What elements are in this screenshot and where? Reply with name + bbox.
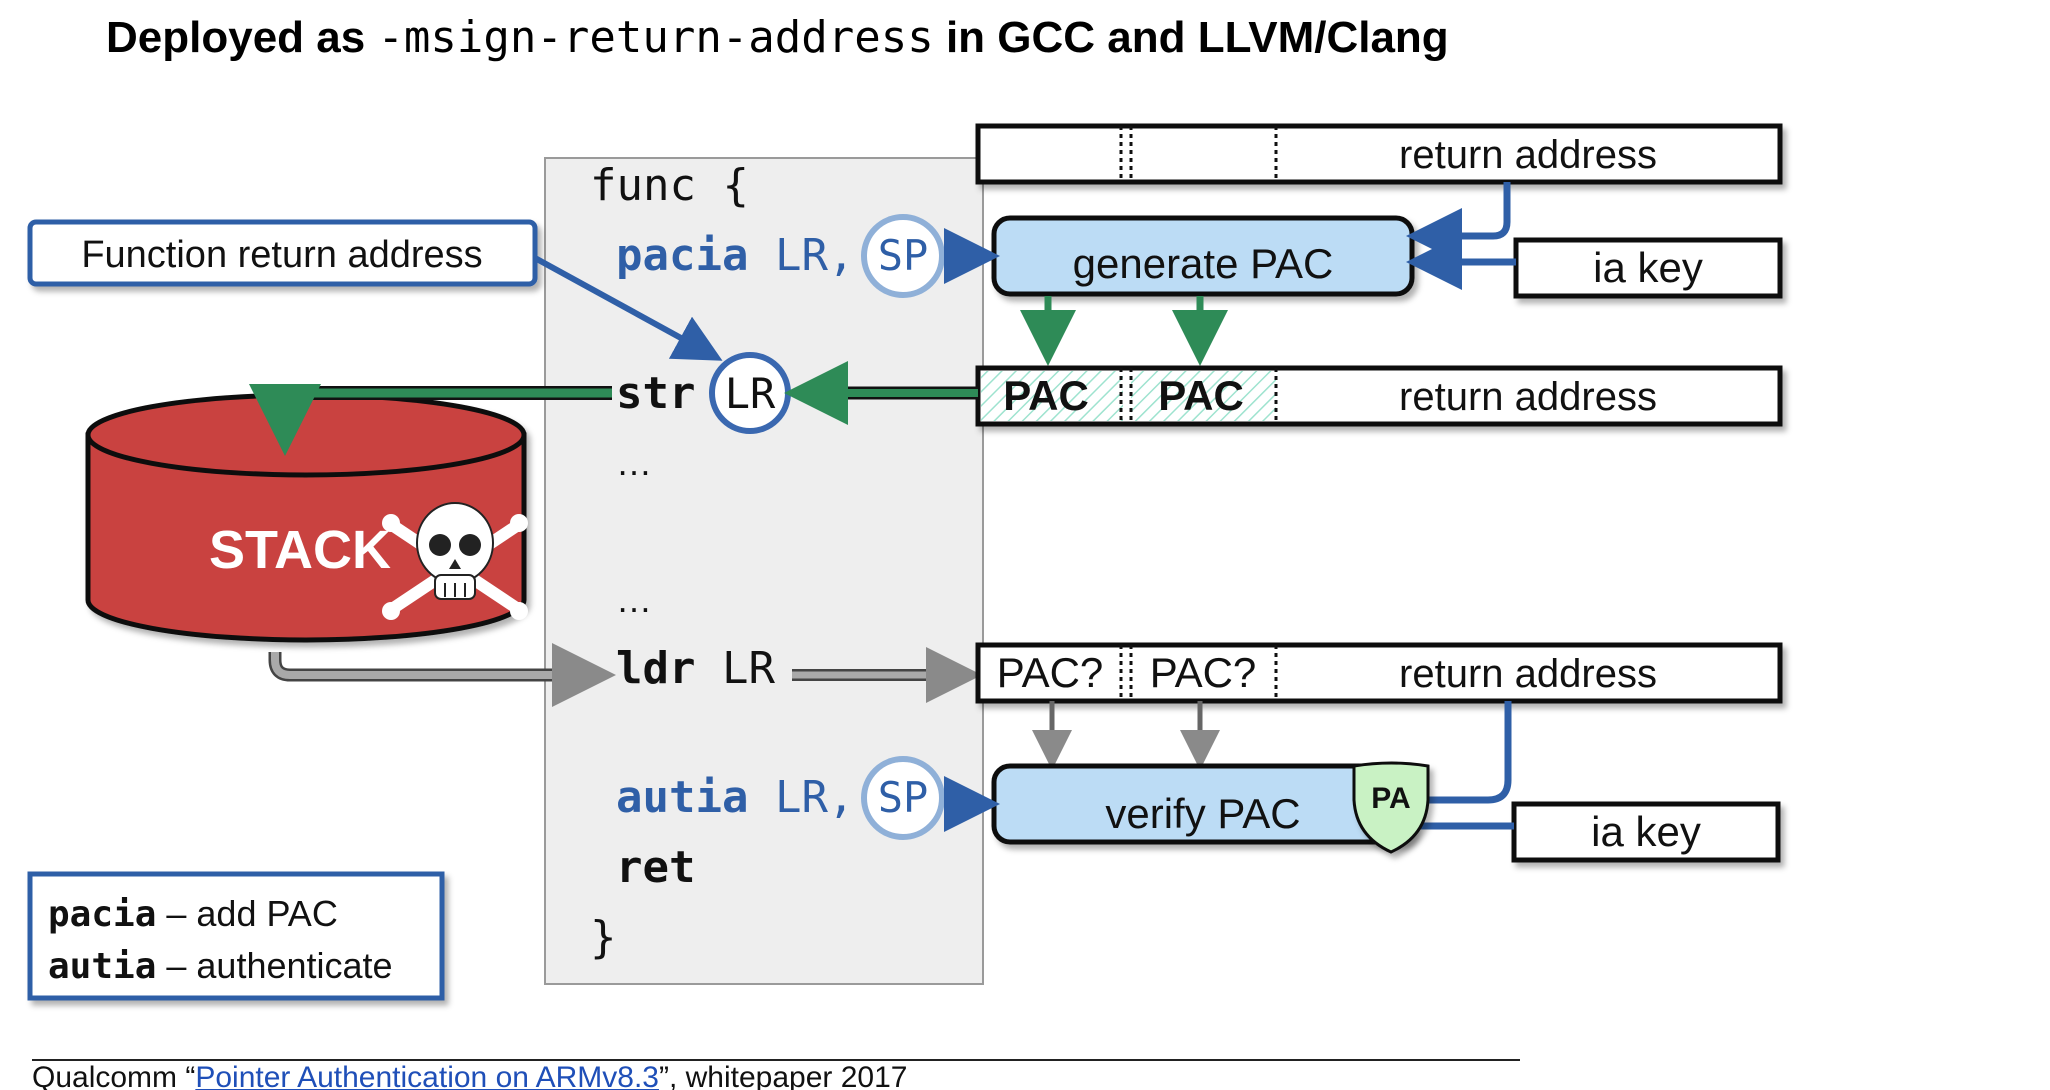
- citation: Qualcomm “Pointer Authentication on ARMv…: [32, 1061, 907, 1090]
- code-str: str: [616, 368, 695, 419]
- signed-pac-2: PAC: [1158, 372, 1244, 419]
- ldr-reg: LR: [722, 643, 775, 694]
- verify-pac-label: verify PAC: [1105, 790, 1300, 837]
- register-signed: [975, 365, 1783, 427]
- legend-autia: autia – authenticate: [48, 945, 393, 987]
- legend-autia-desc: – authenticate: [156, 945, 392, 986]
- register-loaded: [975, 642, 1783, 704]
- legend-pacia-desc: – add PAC: [156, 893, 337, 934]
- loaded-pac-2: PAC?: [1150, 649, 1257, 696]
- autia-sp-circle: [861, 756, 945, 840]
- pacia-instruction: pacia: [616, 230, 748, 281]
- title-flag: -msign-return-address: [377, 12, 933, 63]
- title-suffix: in GCC and LLVM/Clang: [934, 13, 1449, 62]
- code-pacia-line: pacia LR,: [616, 230, 854, 281]
- autia-instruction: autia: [616, 772, 748, 823]
- title-prefix: Deployed as: [106, 13, 377, 62]
- autia-args: LR,: [775, 772, 854, 823]
- legend-pacia: pacia – add PAC: [48, 893, 338, 935]
- generate-pac-label: generate PAC: [1073, 240, 1334, 287]
- pa-shield-icon: [1352, 761, 1430, 854]
- stack-label: STACK: [209, 520, 391, 580]
- retaddr-to-verify-line: [1424, 701, 1512, 804]
- callout-box: [27, 219, 538, 287]
- code-autia-line: autia LR,: [616, 772, 854, 823]
- skull-crossbones-icon: [382, 502, 528, 620]
- legend-box: [27, 871, 445, 1001]
- code-func-close: }: [590, 912, 617, 963]
- stack-to-ldr-arrow: [271, 643, 616, 707]
- pacia-args: LR,: [775, 230, 854, 281]
- loaded-pac-1: PAC?: [997, 649, 1104, 696]
- signed-pac-1: PAC: [1003, 372, 1089, 419]
- citation-link[interactable]: Pointer Authentication on ARMv8.3: [195, 1061, 659, 1090]
- str-lr-label: LR: [725, 369, 776, 418]
- str-to-stack-arrow: [249, 384, 612, 456]
- pacia-sp-circle: [861, 214, 945, 298]
- citation-pre: Qualcomm “: [32, 1061, 195, 1090]
- pa-badge-label: PA: [1371, 782, 1410, 815]
- callout-arrow: [533, 255, 723, 361]
- verify-key-label: ia key: [1591, 808, 1701, 855]
- register-top-label: return address: [1399, 133, 1657, 177]
- verify-key-box: [1511, 801, 1781, 863]
- code-ret: ret: [616, 842, 695, 893]
- citation-post: ”, whitepaper 2017: [659, 1061, 908, 1090]
- register-top: [975, 123, 1783, 185]
- code-ldr-line: ldr LR: [616, 643, 775, 694]
- code-ellipsis-1: …: [616, 442, 652, 483]
- signed-return-address: return address: [1399, 375, 1657, 419]
- legend-autia-op: autia: [48, 946, 156, 987]
- pacia-sp-label: SP: [878, 231, 929, 280]
- generate-key-box: [1513, 237, 1783, 299]
- page-title: Deployed as -msign-return-address in GCC…: [106, 12, 1449, 63]
- code-ellipsis-2: …: [616, 579, 652, 620]
- loaded-return-address: return address: [1399, 652, 1657, 696]
- legend-pacia-op: pacia: [48, 894, 156, 935]
- callout-label: Function return address: [81, 234, 482, 276]
- autia-sp-label: SP: [878, 773, 929, 822]
- retaddr-to-generate-arrow: [1406, 182, 1511, 264]
- ldr-instruction: ldr: [616, 643, 695, 694]
- generate-key-label: ia key: [1593, 244, 1703, 291]
- code-func-open: func {: [590, 160, 749, 211]
